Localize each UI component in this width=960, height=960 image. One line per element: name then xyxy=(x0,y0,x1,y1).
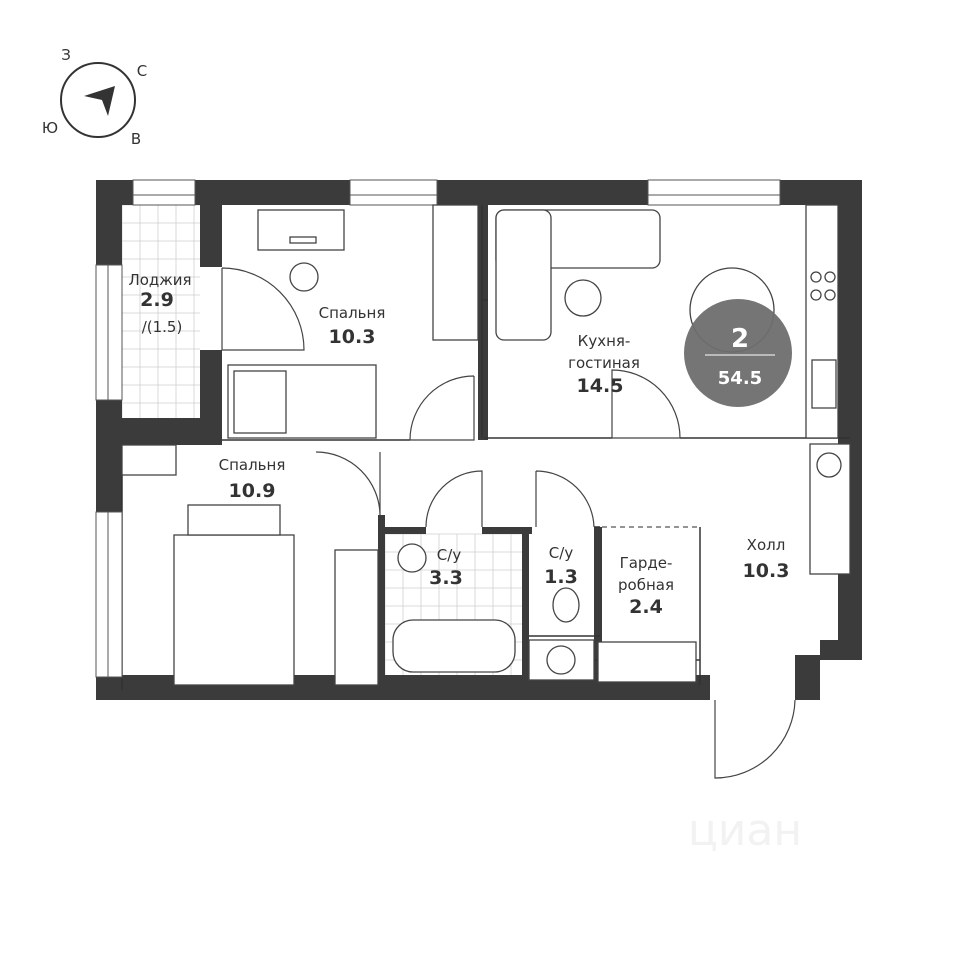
badge-total-area: 54.5 xyxy=(718,368,762,389)
kitchen-name-2: гостиная xyxy=(568,354,640,372)
wardrobe-name-2: робная xyxy=(618,576,674,594)
badge-circle xyxy=(684,299,792,407)
room-labels: Лоджия 2.9 /(1.5) Спальня 10.3 Кухня- го… xyxy=(128,271,789,618)
compass-east: В xyxy=(131,130,141,148)
wardrobe-hangers-3 xyxy=(597,641,697,683)
kitchen-area: 14.5 xyxy=(577,375,624,397)
wardrobe-hangers-1 xyxy=(432,204,479,341)
watermark-logo: циан xyxy=(688,805,802,856)
washing-machine-icon xyxy=(397,543,427,573)
compass-south: Ю xyxy=(42,119,58,137)
bedroom1-area: 10.3 xyxy=(329,326,376,348)
loggia-area: 2.9 xyxy=(140,289,174,311)
bathroom-area: 3.3 xyxy=(429,567,463,589)
bed-double-icon xyxy=(173,534,295,686)
bathroom-name: С/у xyxy=(437,546,462,564)
washer-icon xyxy=(816,452,842,478)
desk-icon xyxy=(121,444,177,476)
wc-area: 1.3 xyxy=(544,566,578,588)
kitchen-name-1: Кухня- xyxy=(578,332,631,350)
wardrobe-area: 2.4 xyxy=(629,596,663,618)
apartment-badge: 2 54.5 xyxy=(684,299,792,407)
bedroom2-area: 10.9 xyxy=(229,480,276,502)
compass-west: З xyxy=(61,46,71,64)
bedroom1-name: Спальня xyxy=(319,304,386,322)
compass-north: С xyxy=(137,62,147,80)
bathtub-icon xyxy=(392,619,516,673)
compass-arrow-icon xyxy=(84,86,115,116)
coffee-table-icon xyxy=(564,279,602,317)
wc-name: С/у xyxy=(549,544,574,562)
loggia-name: Лоджия xyxy=(128,271,191,289)
toilet-icon xyxy=(552,587,580,623)
wardrobe-name-1: Гарде- xyxy=(620,554,673,572)
windows xyxy=(95,179,781,678)
loggia-reduced-area: /(1.5) xyxy=(142,318,183,336)
hall-area: 10.3 xyxy=(743,560,790,582)
badge-rooms: 2 xyxy=(731,324,749,354)
compass-circle xyxy=(60,62,136,138)
compass: З С Ю В xyxy=(42,46,147,148)
wardrobe-hangers-2 xyxy=(334,549,379,686)
hall-name: Холл xyxy=(747,536,786,554)
doors xyxy=(221,267,796,779)
bedroom2-name: Спальня xyxy=(219,456,286,474)
loggia-tiles xyxy=(121,204,200,418)
sink-icon xyxy=(811,359,837,409)
chair-icon xyxy=(289,262,319,292)
